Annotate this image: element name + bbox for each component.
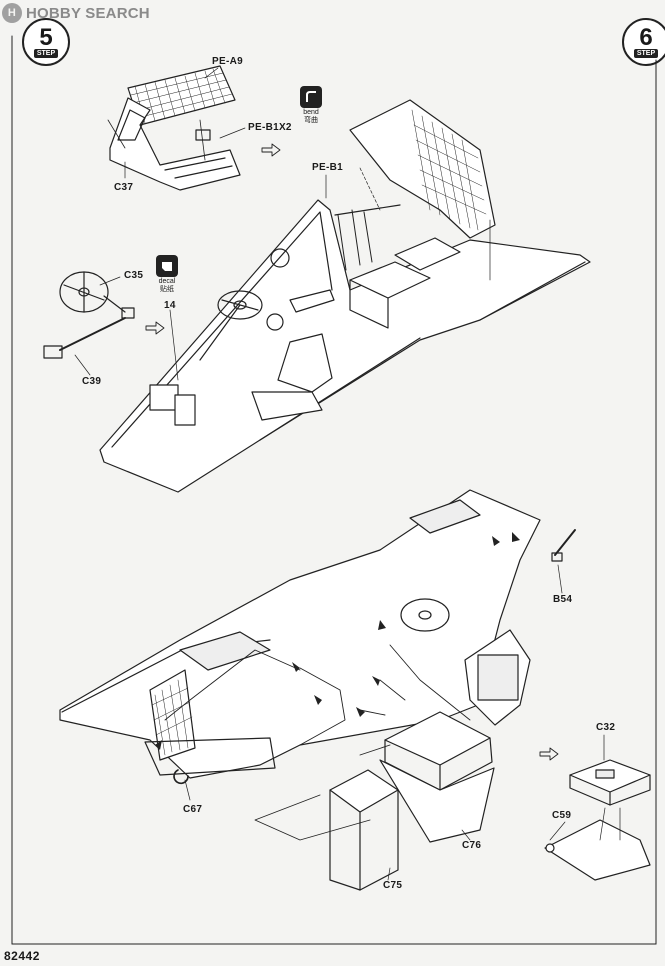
part-label-c67: C67 (183, 804, 203, 815)
decal-caption-en: decal (158, 278, 176, 285)
bend-caption-cn: 弯曲 (304, 117, 318, 124)
watermark-text: HOBBY SEARCH (26, 4, 150, 22)
part-label-c32: C32 (596, 722, 616, 733)
bend-caption-en: bend (303, 109, 319, 116)
part-label-c35: C35 (124, 270, 144, 281)
decal-icon (156, 255, 178, 277)
part-label-c75: C75 (383, 880, 403, 891)
upper-hull-interior (99, 99, 591, 493)
step-6-badge: 6 STEP (622, 18, 665, 66)
step-label: STEP (33, 48, 59, 58)
bend-glyph-icon (306, 91, 316, 102)
decal-caption-cn: 贴纸 (160, 286, 174, 293)
part-label-c59: C59 (552, 810, 572, 821)
part-label-c76: C76 (462, 840, 482, 851)
part-label-c39: C39 (82, 376, 102, 387)
bend-icon (300, 86, 322, 108)
c32-c59-subassembly (544, 759, 651, 881)
part-label-b54: B54 (553, 594, 573, 605)
hobby-search-logo-icon: H (2, 3, 22, 23)
part-label-c37: C37 (114, 182, 134, 193)
decal-caption: decal 贴纸 (152, 278, 182, 294)
lower-hull-assembly (59, 489, 576, 891)
bend-caption: bend 弯曲 (296, 109, 326, 125)
part-label-pe-a9: PE-A9 (212, 56, 243, 67)
decal-glyph-icon (162, 262, 172, 271)
c35-steering-wheel-part (43, 271, 135, 359)
step-5-badge: 5 STEP (22, 18, 70, 66)
step-number: 6 (639, 23, 653, 51)
hobby-search-watermark: H HOBBY SEARCH (2, 2, 150, 24)
page-number: 82442 (4, 949, 40, 963)
part-label-pe-b1: PE-B1 (312, 162, 343, 173)
step-label: STEP (633, 48, 659, 58)
part-label-i4: 14 (164, 300, 176, 311)
pe-a9-mesh-subassembly (107, 65, 241, 191)
part-label-pe-b1x2: PE-B1X2 (248, 122, 292, 133)
step-number: 5 (39, 23, 53, 51)
